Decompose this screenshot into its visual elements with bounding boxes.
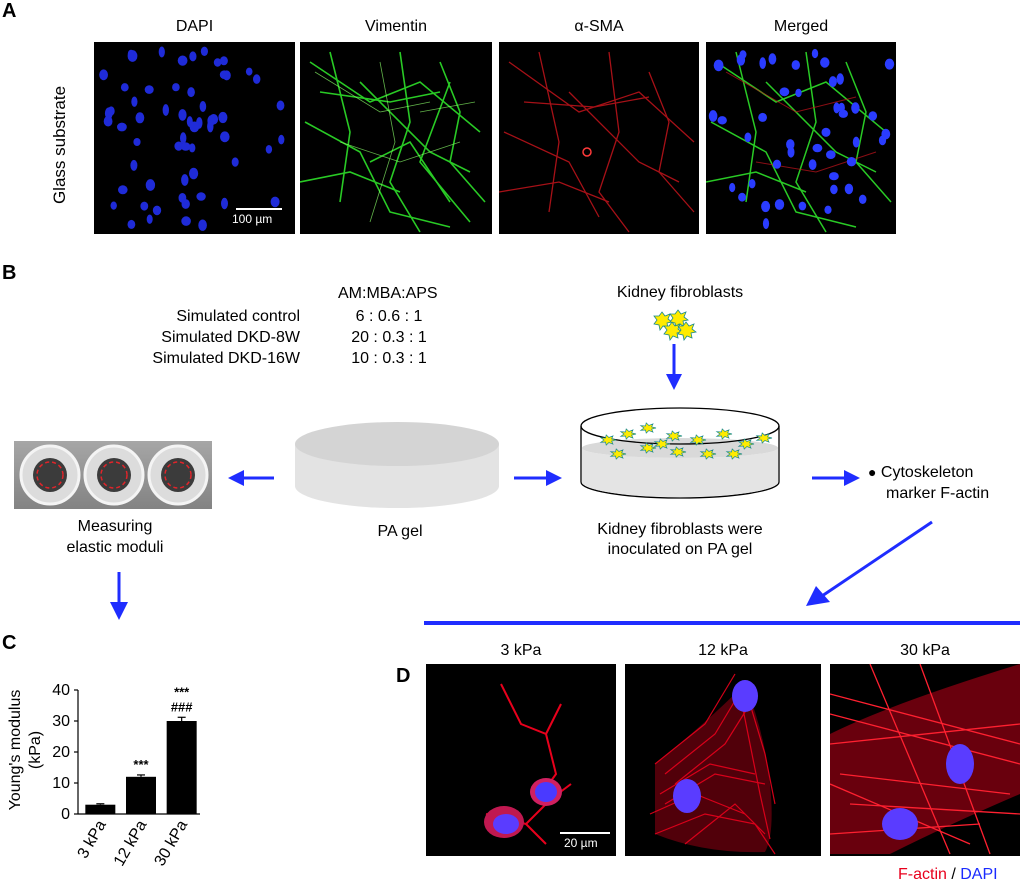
chart-bar bbox=[166, 721, 197, 814]
chart-y-tick-label: 0 bbox=[61, 806, 70, 823]
panel-d-legend: F-actin / DAPI bbox=[898, 866, 998, 884]
panel-label-c: C bbox=[2, 632, 17, 654]
legend-separator: / bbox=[946, 866, 961, 883]
panel-d-divider-line bbox=[424, 621, 1020, 625]
arrow-right-icon bbox=[812, 470, 860, 486]
arrow-down-icon bbox=[110, 572, 128, 620]
panel-label-b: B bbox=[2, 262, 17, 284]
fibroblast-cluster-icon bbox=[653, 309, 697, 341]
condition-name: Simulated DKD-16W bbox=[152, 350, 300, 367]
condition-name: Simulated DKD-8W bbox=[161, 329, 300, 346]
condition-ratio: 20 : 0.3 : 1 bbox=[351, 329, 427, 346]
marker-label: ● Cytoskeleton marker F-actin bbox=[868, 462, 989, 504]
micrograph-vimentin bbox=[300, 42, 492, 234]
chart-significance-label: ### bbox=[171, 699, 193, 714]
scale-bar-label: 20 µm bbox=[564, 836, 598, 850]
micrograph-dapi: 100 µm bbox=[94, 42, 295, 234]
measuring-label: Measuring elastic moduli bbox=[40, 516, 190, 558]
measuring-label-line: elastic moduli bbox=[66, 539, 164, 556]
panel-a-title-merged: Merged bbox=[773, 18, 829, 35]
panel-a-title-asma: α-SMA bbox=[574, 18, 624, 35]
panel-a-title-vimentin: Vimentin bbox=[365, 18, 427, 35]
condition-names: Simulated control Simulated DKD-8W Simul… bbox=[100, 306, 300, 369]
chart-y-tick-label: 10 bbox=[52, 775, 70, 792]
legend-dapi: DAPI bbox=[960, 866, 998, 883]
chart-significance-label: *** bbox=[174, 684, 190, 699]
chart-x-tick-label: 3 kPa bbox=[75, 817, 110, 861]
chart-ylabel-units: (kPa) bbox=[27, 731, 44, 769]
bullet-icon: ● bbox=[868, 464, 877, 480]
chart-y-tick-label: 30 bbox=[52, 713, 70, 730]
micrograph-30kpa bbox=[830, 664, 1020, 856]
condition-ratios: 6 : 0.6 : 1 20 : 0.3 : 1 10 : 0.3 : 1 bbox=[334, 306, 444, 369]
panel-d-title-12kpa: 12 kPa bbox=[698, 642, 748, 659]
arrow-left-icon bbox=[228, 470, 274, 486]
chart-y-tick-label: 40 bbox=[52, 682, 70, 699]
pa-gel-label: PA gel bbox=[377, 523, 423, 540]
panel-a-title-dapi: DAPI bbox=[175, 18, 214, 35]
micrograph-12kpa bbox=[625, 664, 821, 856]
inoculated-label: Kidney fibroblasts were inoculated on PA… bbox=[580, 520, 780, 560]
gel-sample-photo bbox=[14, 441, 212, 509]
measuring-label-line: Measuring bbox=[77, 518, 153, 535]
panel-label-d: D bbox=[396, 665, 411, 687]
youngs-modulus-chart: Young's modulus (kPa) 0 10 20 30 40 3 kPa ***… bbox=[7, 682, 200, 869]
marker-label-line: marker F-actin bbox=[886, 485, 990, 502]
panel-d-title-30kpa: 30 kPa bbox=[900, 642, 950, 659]
legend-factin: F-actin bbox=[898, 866, 947, 883]
chart-y-tick-label: 20 bbox=[52, 744, 70, 761]
inoculated-label-line: Kidney fibroblasts were bbox=[597, 521, 763, 538]
chart-x-tick-label: 30 kPa bbox=[152, 817, 192, 869]
panel-d-title-3kpa: 3 kPa bbox=[500, 642, 542, 659]
condition-ratio: 10 : 0.3 : 1 bbox=[351, 350, 427, 367]
petri-dish-icon bbox=[580, 407, 780, 499]
micrograph-3kpa: 20 µm bbox=[426, 664, 616, 856]
inoculated-label-line: inoculated on PA gel bbox=[607, 541, 753, 558]
condition-ratio: 6 : 0.6 : 1 bbox=[355, 308, 423, 325]
scale-bar bbox=[560, 832, 610, 834]
row-label-glass-substrate: Glass substrate bbox=[50, 85, 69, 205]
chart-bar bbox=[85, 804, 116, 814]
scale-bar bbox=[236, 208, 282, 210]
arrow-down-icon bbox=[666, 344, 682, 390]
micrograph-asma bbox=[499, 42, 699, 234]
scale-bar-label: 100 µm bbox=[232, 212, 273, 226]
panel-label-a: A bbox=[2, 0, 17, 22]
chart-bar bbox=[126, 776, 156, 814]
chart-ylabel: Young's modulus bbox=[7, 690, 24, 811]
chart-significance-label: *** bbox=[133, 757, 149, 772]
micrograph-merged bbox=[706, 42, 896, 234]
arrow-diagonal-icon bbox=[806, 520, 933, 606]
pa-gel-disc-icon bbox=[295, 422, 499, 508]
ratio-header: AM:MBA:APS bbox=[338, 285, 438, 302]
marker-label-line: Cytoskeleton bbox=[880, 464, 974, 481]
condition-name: Simulated control bbox=[176, 308, 300, 325]
arrow-right-icon bbox=[514, 470, 562, 486]
chart-x-tick-label: 12 kPa bbox=[111, 817, 151, 869]
kidney-fibroblasts-label: Kidney fibroblasts bbox=[616, 284, 744, 301]
